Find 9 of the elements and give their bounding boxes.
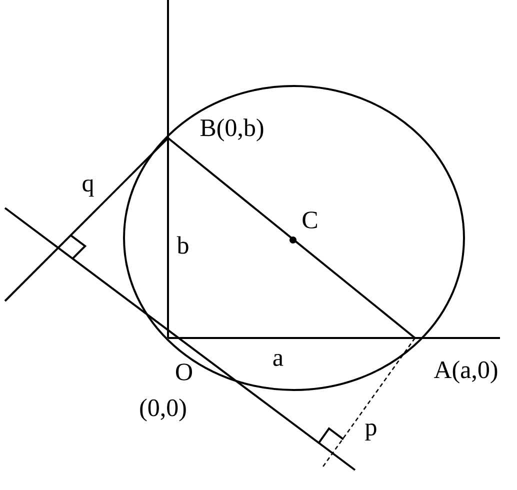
point-label: p bbox=[365, 423, 376, 441]
point-label: A(a,0) bbox=[434, 360, 498, 384]
point-label: B(0,b) bbox=[200, 118, 264, 142]
point-label: q bbox=[82, 179, 94, 197]
point-label: a bbox=[273, 354, 284, 366]
point-label: O bbox=[176, 364, 192, 380]
point-label: b bbox=[176, 236, 188, 254]
point-label: C bbox=[302, 212, 317, 228]
point-label: (0,0) bbox=[140, 398, 186, 422]
